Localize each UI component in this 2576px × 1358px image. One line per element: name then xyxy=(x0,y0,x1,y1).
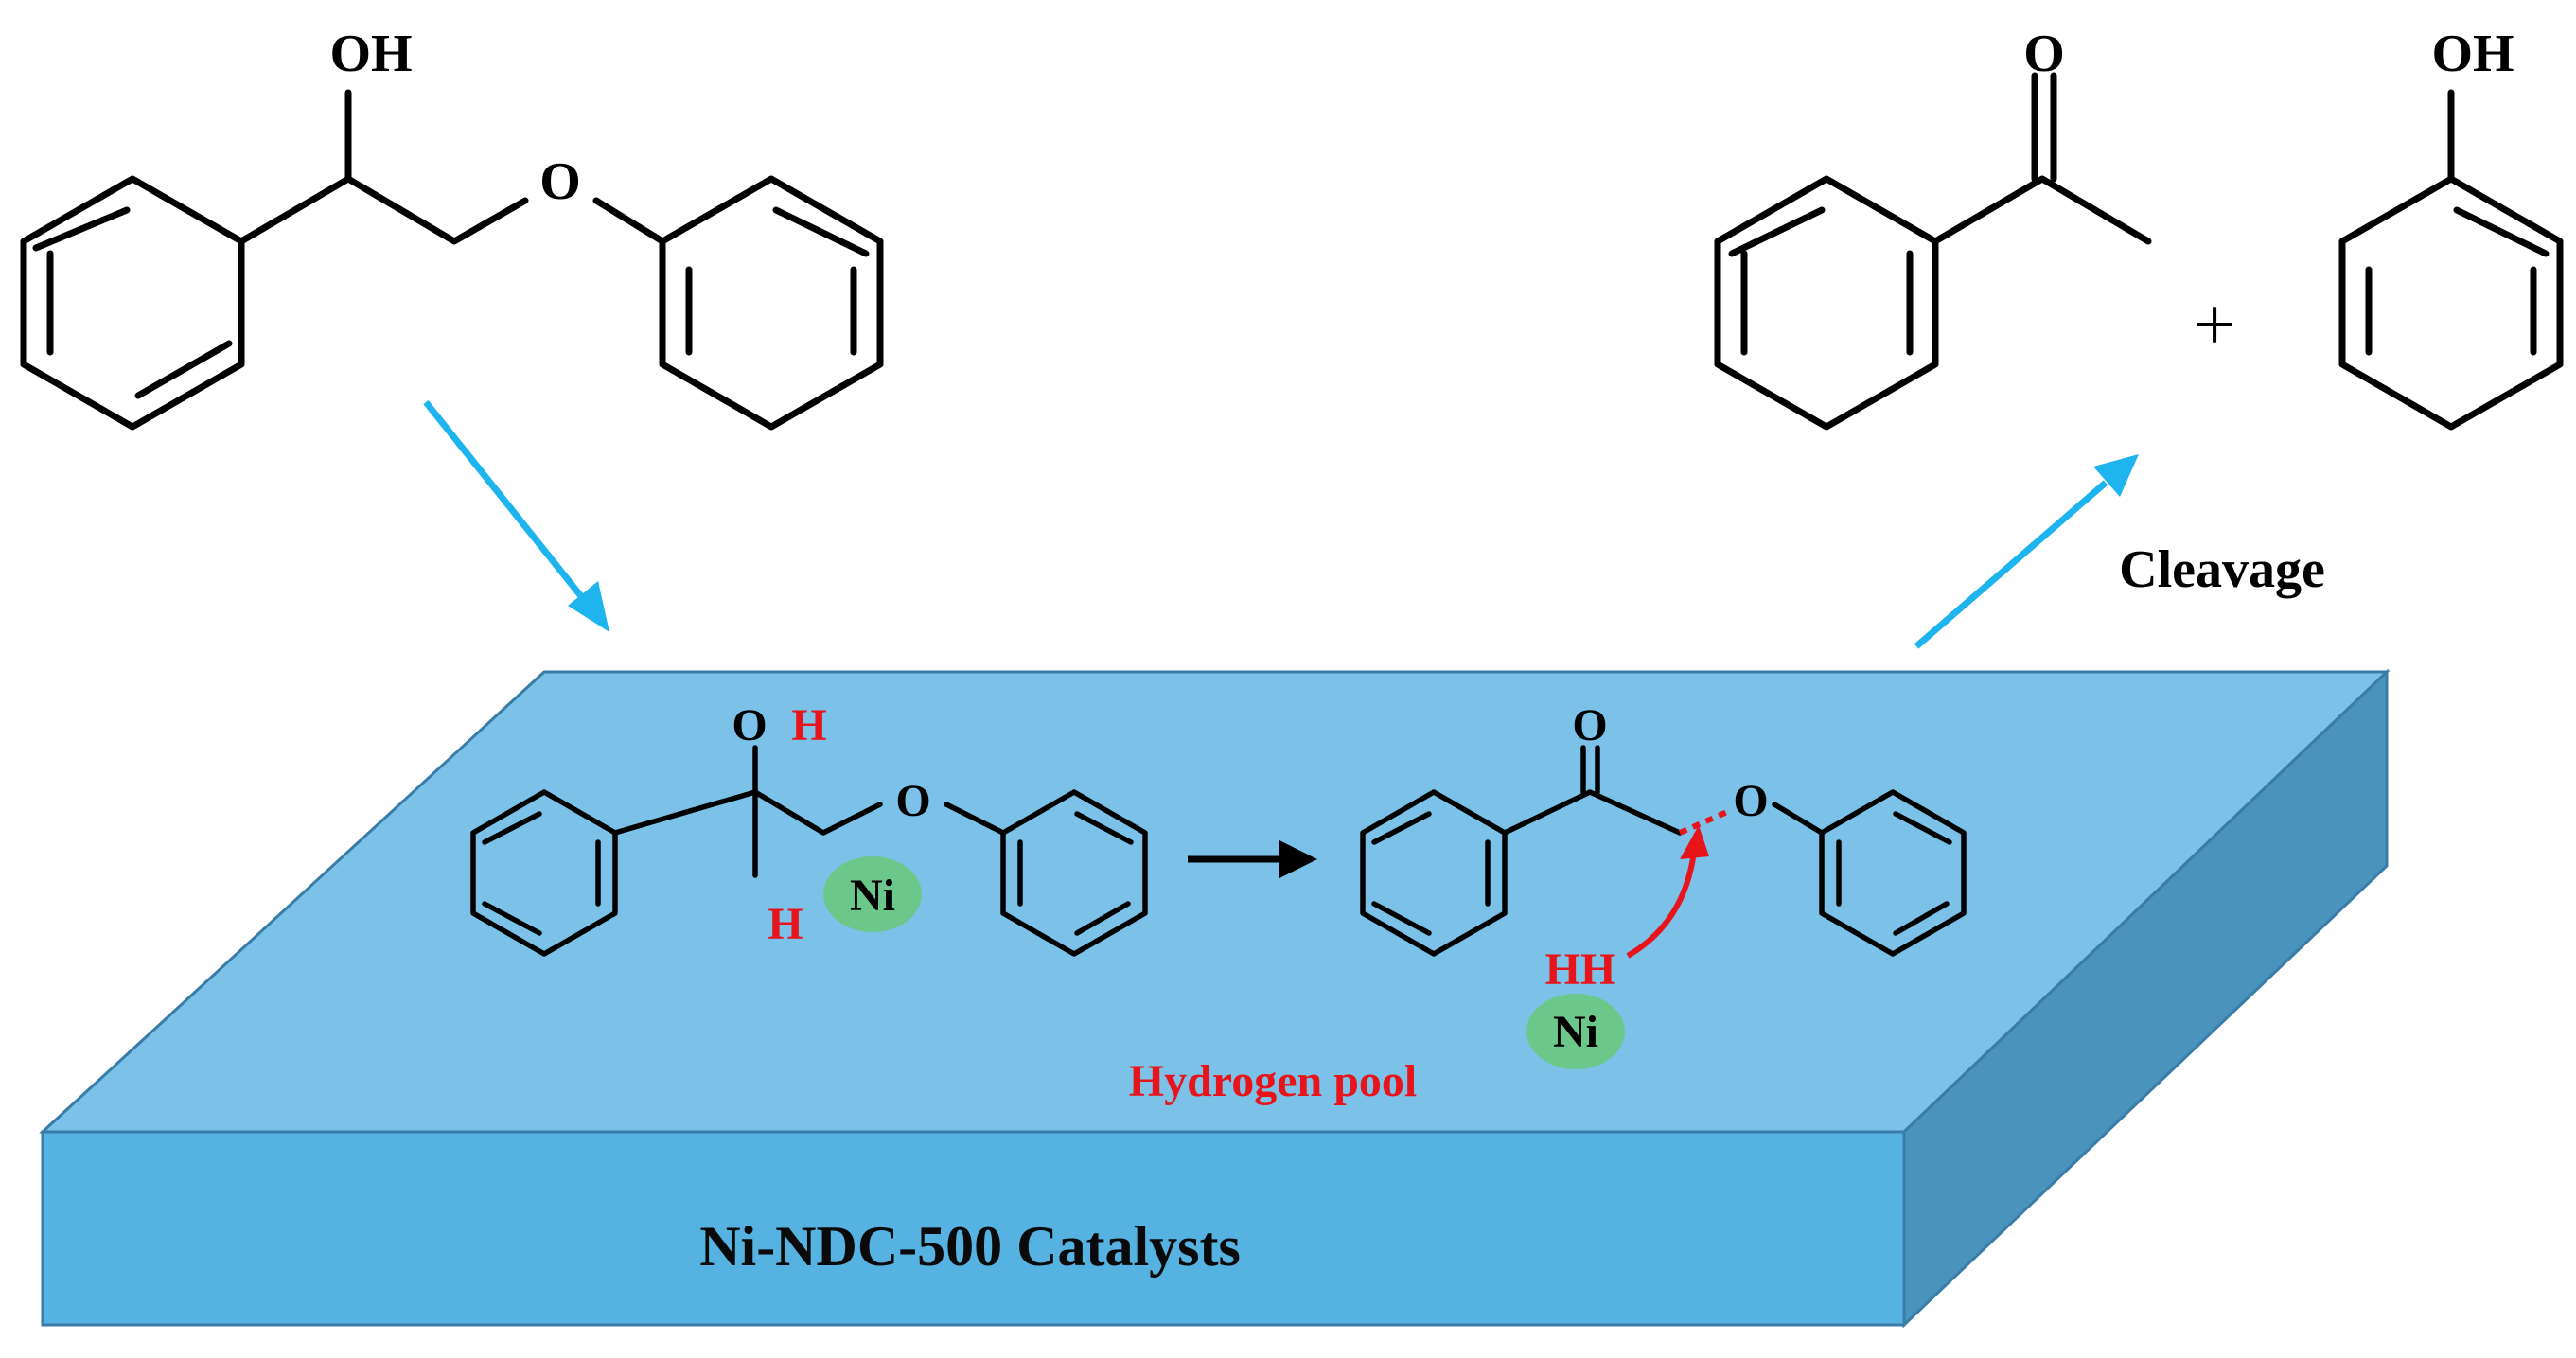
ni-label-right: Ni xyxy=(1553,1007,1598,1057)
acetophenone-o-label: O xyxy=(2023,25,2065,83)
reactant-ether-o-label: O xyxy=(539,152,581,211)
reactant-phenyl-ring-right xyxy=(659,175,884,431)
intermediate-ring-right xyxy=(1819,789,1967,957)
product-phenol xyxy=(2338,89,2564,431)
adsorption-arrow xyxy=(423,399,609,632)
product-acetophenone xyxy=(1714,72,2152,431)
adsorbed-ring-left xyxy=(470,789,618,957)
ni-site-right xyxy=(1526,994,1625,1069)
reactant-oh-label: OH xyxy=(329,25,412,83)
adsorbed-h-on-c-label: H xyxy=(768,899,803,949)
adsorbed-ether-o-label: O xyxy=(895,776,930,826)
intermediate-ketone xyxy=(1360,745,1967,1069)
cleavage-label: Cleavage xyxy=(2119,540,2325,599)
platform-side-face xyxy=(1902,668,2389,1329)
plus-sign: + xyxy=(2193,284,2235,367)
adsorbed-ring-right xyxy=(1000,789,1148,957)
intermediate-ring-left xyxy=(1360,789,1508,957)
surface-reaction-arrow xyxy=(1188,840,1317,878)
reactant-phenyl-ring-left xyxy=(20,175,245,431)
adsorbed-h-on-o-label: H xyxy=(791,700,826,750)
ni-site-left xyxy=(823,856,922,932)
catalyst-label: Ni-NDC-500 Catalysts xyxy=(699,1215,1241,1278)
hydrogen-pool-label: Hydrogen pool xyxy=(1129,1056,1418,1106)
hydrogen-transfer-arrow xyxy=(1626,851,1697,959)
ni-label-left: Ni xyxy=(850,871,895,921)
acetophenone-ring xyxy=(1714,175,1939,431)
reactant-chain xyxy=(238,175,529,245)
catalyst-platform xyxy=(39,668,2391,1329)
phenol-oh-label: OH xyxy=(2431,25,2514,83)
desorption-arrow xyxy=(1914,454,2139,649)
intermediate-hh-label: HH xyxy=(1545,944,1616,995)
intermediate-ether-o-label: O xyxy=(1733,776,1768,826)
intermediate-carbonyl-o-label: O xyxy=(1572,700,1607,750)
reactant-molecule xyxy=(20,89,884,431)
adsorbed-o-label: O xyxy=(732,700,767,750)
phenol-ring xyxy=(2338,175,2564,431)
adsorbed-reactant xyxy=(470,745,1148,957)
